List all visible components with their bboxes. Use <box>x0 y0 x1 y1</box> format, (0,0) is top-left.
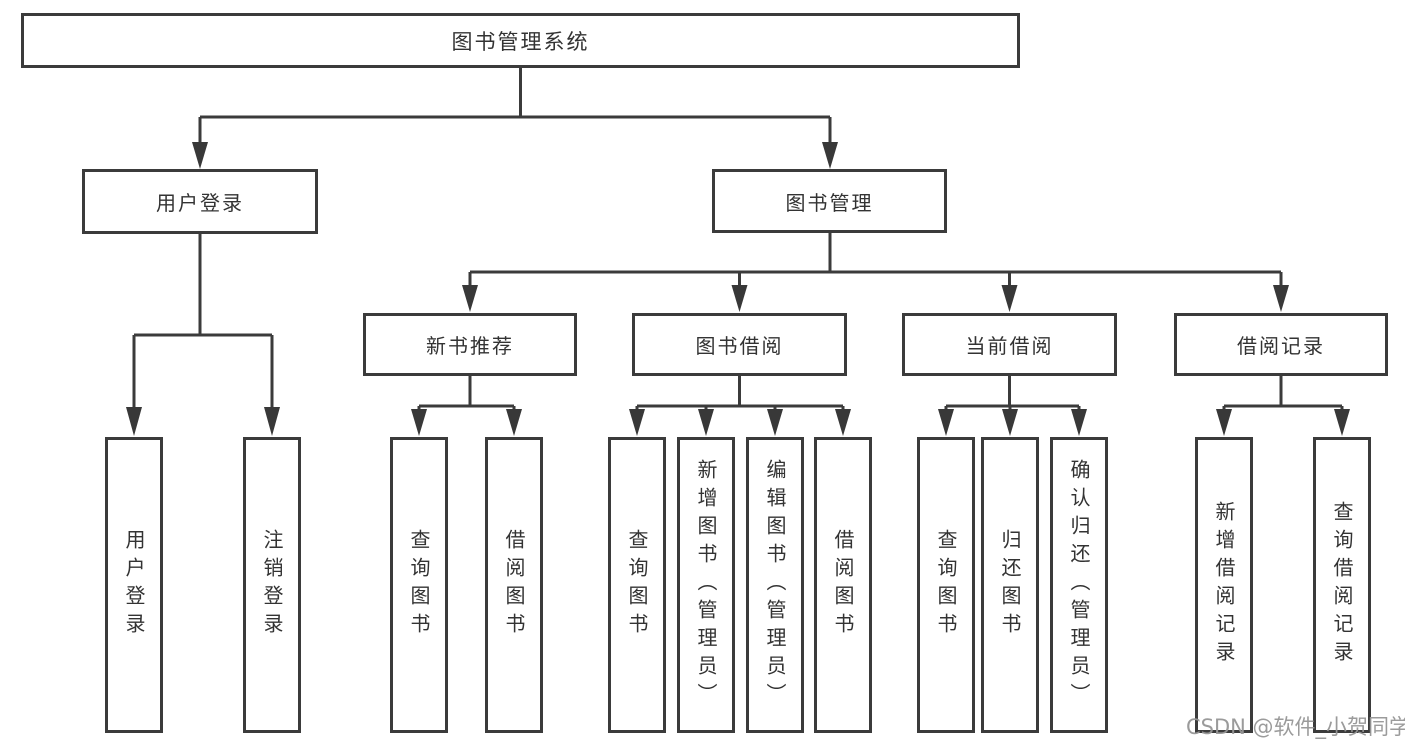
leaf-label: 查询图书 <box>407 529 431 641</box>
leaf-label: 新增图书（管理员） <box>694 459 718 711</box>
leaf-confirm-return-admin: 确认归还（管理员） <box>1050 437 1108 733</box>
leaf-label: 用户登录 <box>122 529 146 641</box>
leaf-borrow-books-recommend: 借阅图书 <box>485 437 543 733</box>
leaf-query-borrow-record: 查询借阅记录 <box>1313 437 1371 733</box>
leaf-label: 查询图书 <box>934 529 958 641</box>
leaf-add-borrow-record: 新增借阅记录 <box>1195 437 1253 733</box>
connector-cur-borrow-children <box>938 376 1087 436</box>
leaf-label: 编辑图书（管理员） <box>763 459 787 711</box>
connector-book-borrow-children <box>629 376 851 436</box>
connector-user-login-children <box>126 234 280 436</box>
node-label: 图书管理系统 <box>451 29 590 54</box>
node-user-login: 用户登录 <box>82 169 318 234</box>
csdn-watermark: CSDN @软件_小贺同学 <box>1186 715 1405 739</box>
leaf-query-books-current: 查询图书 <box>917 437 975 733</box>
leaf-label: 查询借阅记录 <box>1330 501 1354 669</box>
leaf-logout: 注销登录 <box>243 437 301 733</box>
connector-root-to-level2 <box>192 68 838 169</box>
leaf-label: 归还图书 <box>998 529 1022 641</box>
leaf-return-books: 归还图书 <box>981 437 1039 733</box>
leaf-label: 确认归还（管理员） <box>1067 459 1091 711</box>
node-new-book-recommendation: 新书推荐 <box>363 313 577 376</box>
node-book-borrowing: 图书借阅 <box>632 313 847 376</box>
leaf-user-login: 用户登录 <box>105 437 163 733</box>
leaf-label: 新增借阅记录 <box>1212 501 1236 669</box>
leaf-label: 借阅图书 <box>831 529 855 641</box>
node-book-management: 图书管理 <box>712 169 947 233</box>
leaf-edit-books-admin: 编辑图书（管理员） <box>746 437 804 733</box>
node-current-borrowing: 当前借阅 <box>902 313 1117 376</box>
connector-records-children <box>1216 376 1350 436</box>
node-borrowing-records: 借阅记录 <box>1174 313 1388 376</box>
leaf-query-books-borrow: 查询图书 <box>608 437 666 733</box>
node-label: 图书管理 <box>785 190 874 215</box>
node-label: 借阅记录 <box>1237 334 1325 358</box>
node-label: 当前借阅 <box>965 334 1054 358</box>
leaf-query-books-recommend: 查询图书 <box>390 437 448 733</box>
leaf-label: 查询图书 <box>625 529 649 641</box>
leaf-borrow-books: 借阅图书 <box>814 437 872 733</box>
node-label: 用户登录 <box>156 191 244 215</box>
node-library-management-system: 图书管理系统 <box>21 13 1020 68</box>
node-label: 图书借阅 <box>695 334 784 358</box>
leaf-label: 借阅图书 <box>502 529 526 641</box>
connector-new-book-children <box>411 376 522 436</box>
connector-book-mgmt-children <box>462 233 1289 312</box>
node-label: 新书推荐 <box>426 334 514 358</box>
leaf-add-books-admin: 新增图书（管理员） <box>677 437 735 733</box>
leaf-label: 注销登录 <box>260 529 284 641</box>
